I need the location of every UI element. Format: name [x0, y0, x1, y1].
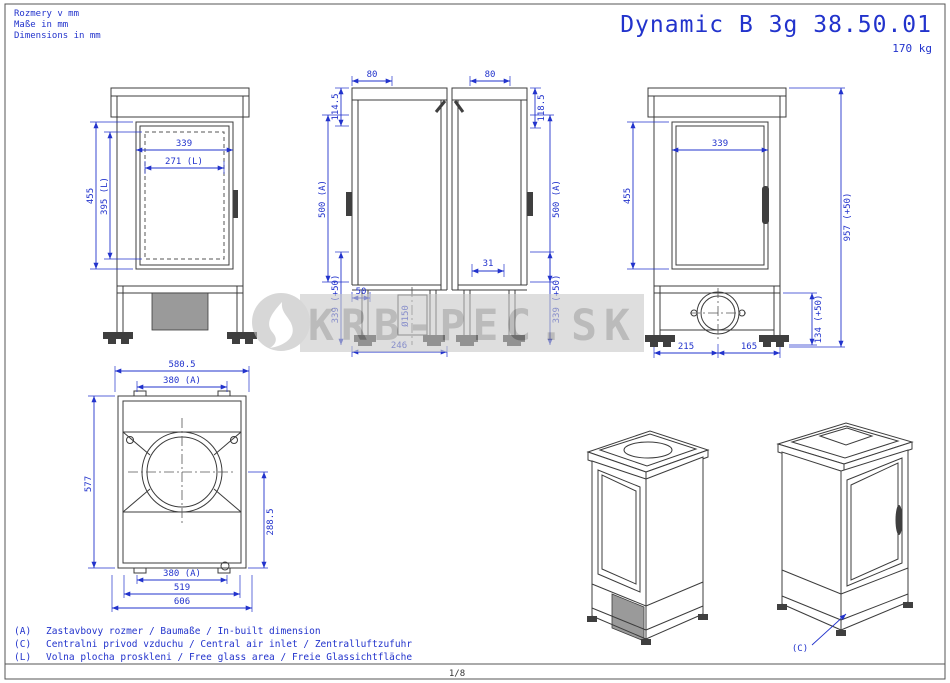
header: Rozmery v mm Maße in mm Dimensions in mm… — [14, 9, 932, 55]
product-weight: 170 kg — [892, 42, 932, 55]
iso-view-right: (C) — [776, 422, 914, 654]
door-handle-iso — [895, 505, 903, 535]
dim-side-top-offset-right: 80 — [485, 70, 496, 80]
flame-icon — [269, 302, 293, 348]
dim-bottom-380-bottom: 380 (A) — [163, 569, 201, 579]
dim-side-top-offset-left: 80 — [367, 70, 378, 80]
dim-bottom-288: 288.5 — [266, 508, 276, 535]
damper-lever — [453, 100, 465, 113]
dim-bottom-580: 580.5 — [168, 360, 195, 370]
dim-bottom-380-top: 380 (A) — [163, 376, 201, 386]
dim-bottom-577: 577 — [84, 476, 94, 492]
front-view-right: 339 455 134 (+50) 957 (+50) 215 165 — [623, 87, 853, 358]
units-note-sk: Rozmery v mm — [14, 9, 79, 19]
legend-key-l: (L) — [14, 652, 31, 663]
dim-front-right-glass-width: 339 — [712, 139, 728, 149]
central-air-inlet-label: (C) — [792, 644, 808, 654]
dim-side-top-height-right: 118.5 — [537, 94, 547, 121]
dim-rear-gap: 31 — [483, 259, 494, 269]
legend-text-a: Zastavbovy rozmer / Baumaße / In-built d… — [46, 626, 321, 637]
dim-bottom-519: 519 — [174, 583, 190, 593]
legend-key-c: (C) — [14, 639, 31, 650]
door-handle-side — [527, 192, 533, 216]
dim-total-height: 957 (+50) — [843, 193, 853, 242]
units-note-en: Dimensions in mm — [14, 31, 101, 41]
legend-text-l: Volna plocha proskleni / Free glass area… — [46, 652, 412, 663]
door-handle — [762, 186, 769, 224]
dim-plinth-height: 134 (+50) — [814, 295, 824, 344]
dim-front-glass-width: 339 — [176, 139, 192, 149]
dim-inlet-offset-right: 165 — [741, 342, 757, 352]
dim-side-opening-height-right: 500 (A) — [552, 180, 562, 218]
legend: (A) Zastavbovy rozmer / Baumaße / In-bui… — [14, 626, 412, 663]
units-note-de: Maße in mm — [14, 20, 68, 30]
dim-front-free-glass-height: 395 (L) — [100, 177, 110, 215]
c-leader-arrow — [811, 613, 847, 646]
door-handle — [233, 190, 238, 218]
product-title: Dynamic B 3g 38.50.01 — [620, 12, 932, 38]
dim-front-free-glass-width: 271 (L) — [165, 157, 203, 167]
dim-inlet-offset-left: 215 — [678, 342, 694, 352]
page-number: 1/8 — [449, 669, 465, 679]
pedestal — [151, 292, 209, 331]
dim-front-door-height: 455 — [86, 188, 96, 204]
dim-front-right-door-height: 455 — [623, 188, 633, 204]
page-frame — [4, 3, 946, 680]
watermark: KRB-PEC.SK — [252, 293, 644, 352]
bottom-view: 580.5 380 (A) 577 288.5 380 (A) 519 606 — [84, 360, 276, 612]
dim-side-opening-height-left: 500 (A) — [318, 180, 328, 218]
dim-bottom-606: 606 — [174, 597, 190, 607]
watermark-text: KRB-PEC.SK — [308, 301, 637, 351]
legend-text-c: Centralni privod vzduchu / Central air i… — [46, 639, 412, 650]
legend-key-a: (A) — [14, 626, 31, 637]
damper-lever — [434, 100, 447, 113]
dim-side-top-height-left: 114.5 — [331, 93, 341, 120]
dim-side-front-offset: 50 — [356, 287, 367, 297]
watermark-band — [300, 294, 644, 352]
front-view: 339 271 (L) 455 395 (L) — [86, 87, 257, 344]
iso-view-left — [586, 430, 710, 645]
door-handle-side — [346, 192, 352, 216]
